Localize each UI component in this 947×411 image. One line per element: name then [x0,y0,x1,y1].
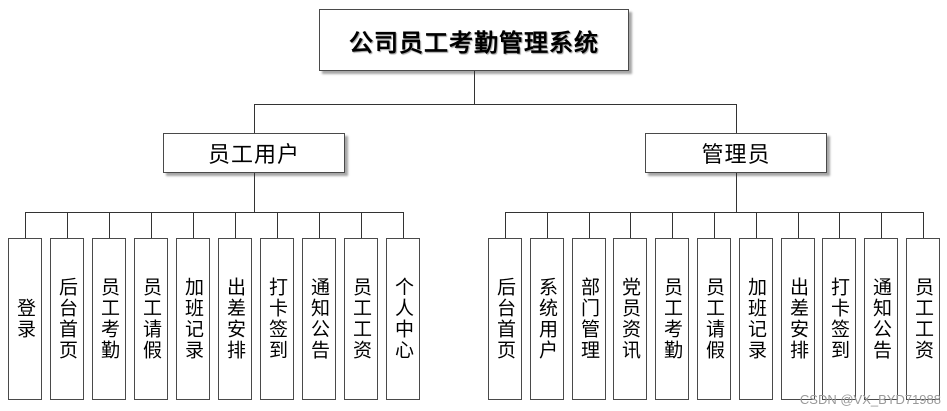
module-label: 出差安排 [787,277,809,361]
module-box: 部门管理 [572,238,606,400]
module-box: 员工工资 [344,238,378,400]
module-box: 后台首页 [50,238,84,400]
module-label: 部门管理 [578,277,600,361]
leaf-connector-0-7 [319,212,320,238]
module-box: 员工请假 [134,238,168,400]
leaf-connector-0-5 [235,212,236,238]
system-title: 公司员工考勤管理系统 [349,28,599,57]
module-label: 后台首页 [56,277,78,361]
module-label: 员工请假 [703,277,725,361]
module-label: 打卡签到 [828,277,850,361]
group-stem-1 [736,173,737,212]
leaf-connector-0-9 [403,212,404,238]
module-label: 员工考勤 [98,277,120,361]
leaf-connector-0-6 [277,212,278,238]
leaf-connector-1-5 [714,212,715,238]
leaf-connector-0-1 [67,212,68,238]
group-box-0: 员工用户 [163,133,345,173]
leaf-connector-1-10 [923,212,924,238]
group-connector-1 [736,104,737,133]
leaf-connector-1-0 [505,212,506,238]
group-box-1: 管理员 [645,133,827,173]
module-label: 员工工资 [912,277,934,361]
group-label-0: 员工用户 [207,143,300,168]
module-box: 登录 [8,238,42,400]
module-label: 加班记录 [182,277,204,361]
leaf-connector-1-7 [798,212,799,238]
module-box: 员工考勤 [92,238,126,400]
leaf-connector-0-3 [151,212,152,238]
module-box: 后台首页 [488,238,522,400]
group-connector-0 [254,104,255,133]
leaf-connector-0-8 [361,212,362,238]
module-label: 员工工资 [350,277,372,361]
top-bus-line [254,104,737,105]
module-box: 员工考勤 [655,238,689,400]
watermark: CSDN @VX_BYD71988 [799,392,941,407]
title-connector [474,71,475,104]
module-label: 加班记录 [745,277,767,361]
module-label: 通知公告 [870,277,892,361]
module-box: 员工工资 [906,238,940,400]
module-box: 通知公告 [864,238,898,400]
module-box: 党员资讯 [613,238,647,400]
module-label: 员工请假 [140,277,162,361]
group-bus-line-0 [25,212,404,213]
system-title-box: 公司员工考勤管理系统 [319,9,629,71]
leaf-connector-0-0 [25,212,26,238]
group-stem-0 [254,173,255,212]
leaf-connector-1-1 [547,212,548,238]
module-label: 党员资讯 [619,277,641,361]
leaf-connector-0-4 [193,212,194,238]
module-label: 个人中心 [392,277,414,361]
leaf-connector-1-2 [589,212,590,238]
leaf-connector-1-3 [630,212,631,238]
module-label: 员工考勤 [661,277,683,361]
module-label: 打卡签到 [266,277,288,361]
module-label: 后台首页 [494,277,516,361]
module-box: 加班记录 [739,238,773,400]
module-box: 通知公告 [302,238,336,400]
leaf-connector-0-2 [109,212,110,238]
module-label: 系统用户 [536,277,558,361]
leaf-connector-1-8 [839,212,840,238]
module-label: 出差安排 [224,277,246,361]
module-box: 打卡签到 [822,238,856,400]
module-box: 加班记录 [176,238,210,400]
module-label: 通知公告 [308,277,330,361]
group-label-1: 管理员 [701,143,771,168]
module-box: 系统用户 [530,238,564,400]
leaf-connector-1-9 [881,212,882,238]
module-box: 出差安排 [218,238,252,400]
module-box: 个人中心 [386,238,420,400]
module-box: 打卡签到 [260,238,294,400]
module-box: 出差安排 [781,238,815,400]
module-box: 员工请假 [697,238,731,400]
leaf-connector-1-4 [672,212,673,238]
module-label: 登录 [14,298,36,340]
leaf-connector-1-6 [756,212,757,238]
